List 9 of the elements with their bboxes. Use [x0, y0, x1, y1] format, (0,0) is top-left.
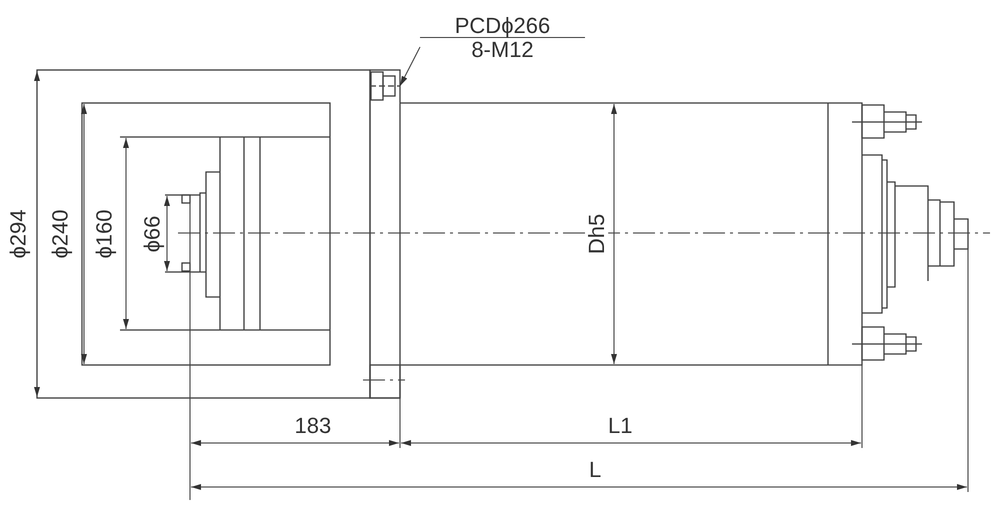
diameter-dimension: ϕ294	[7, 209, 30, 259]
bolt-circle-note: PCDϕ266	[420, 14, 585, 38]
diameter-dimension: ϕ160	[93, 209, 116, 259]
fit-dimension: Dh5	[586, 214, 608, 254]
diameter-dimension: ϕ66	[140, 216, 163, 252]
flange-bolt-drawing	[370, 70, 400, 103]
bolt-count-note: 8-M12	[471, 38, 534, 62]
leader-line	[400, 46, 420, 86]
diameter-dimension: ϕ240	[49, 209, 72, 259]
